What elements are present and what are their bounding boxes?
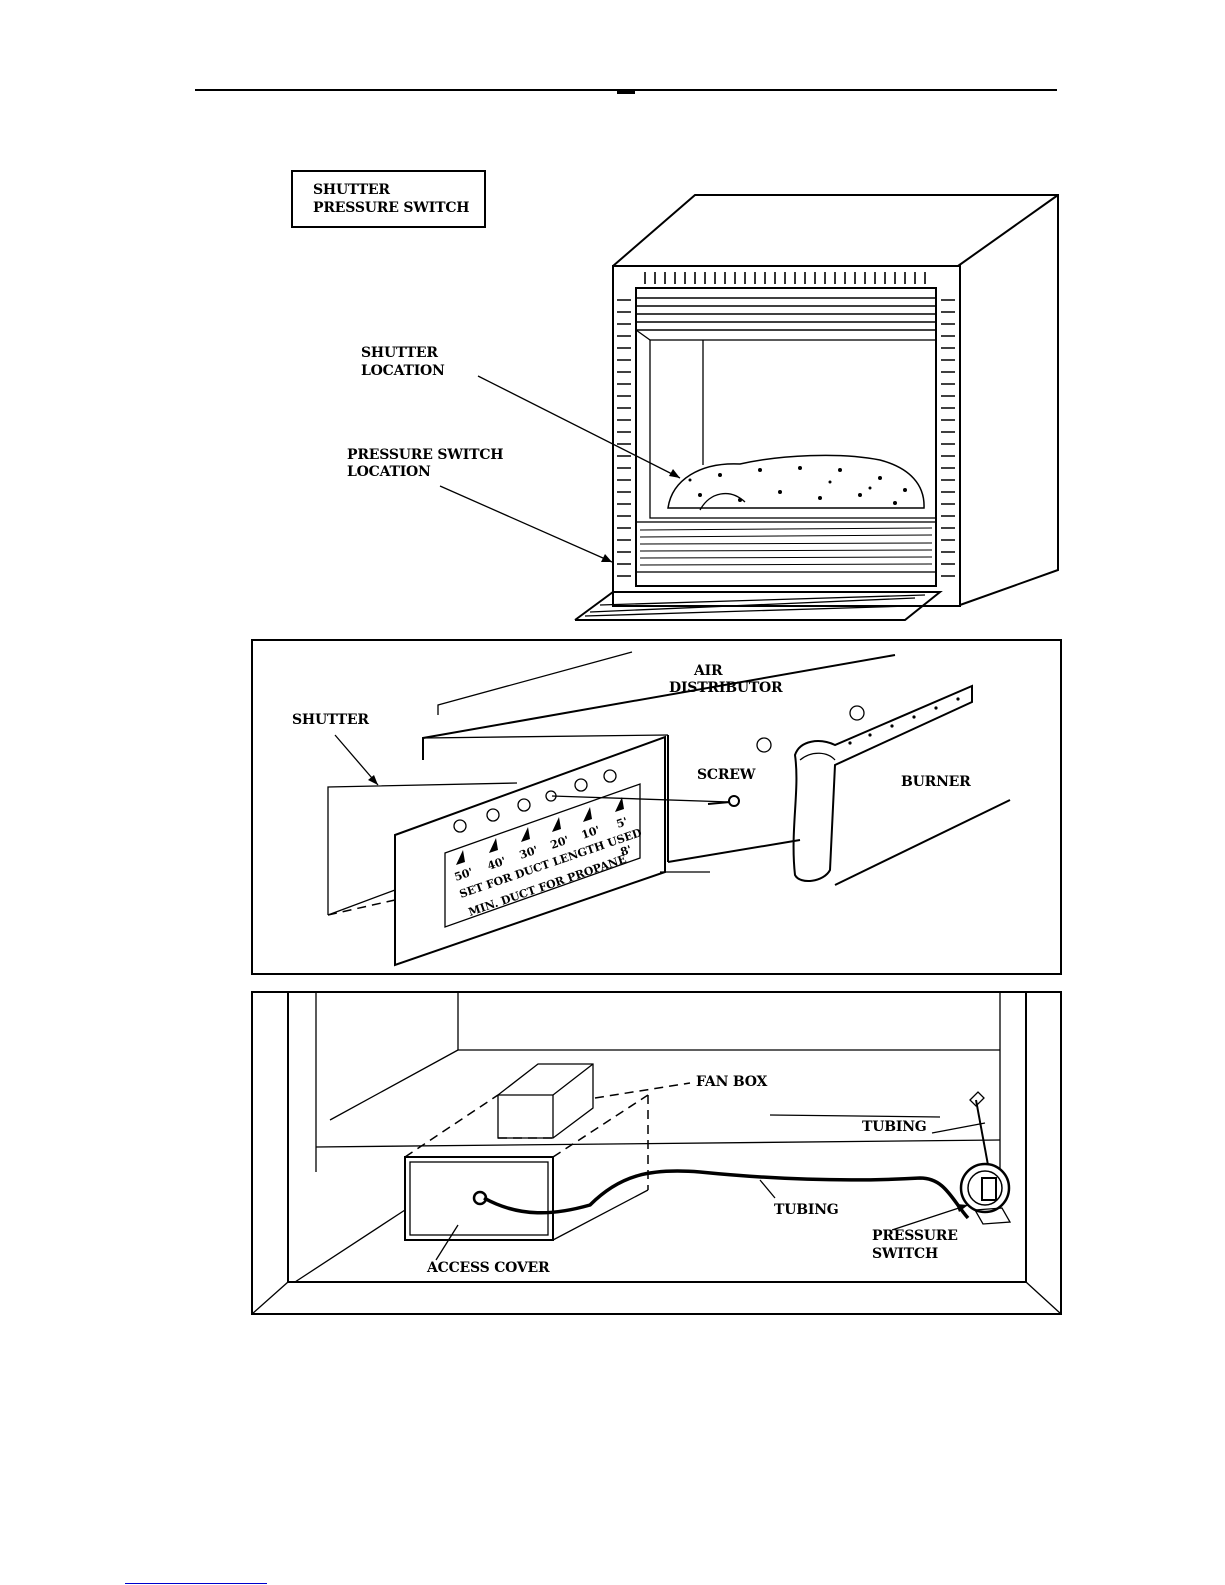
shutter-location-label-line1: SHUTTER: [361, 344, 438, 362]
fan-box-label: FAN BOX: [696, 1073, 767, 1091]
duct-length-10: 10': [580, 823, 602, 841]
air-distributor-illustration: [423, 652, 895, 872]
tubing-illustration: [484, 1092, 988, 1218]
footer-link-underline: [125, 1583, 267, 1584]
duct-length-20: 20': [549, 833, 571, 851]
access-cover-label: ACCESS COVER: [427, 1259, 549, 1277]
tubing-top-label: TUBING: [862, 1118, 927, 1136]
duct-length-30: 30': [518, 843, 540, 861]
pressure-switch-location-label-line1: PRESSURE SWITCH: [347, 446, 503, 464]
pressure-switch-location-label-line2: LOCATION: [347, 463, 431, 481]
burner-label: BURNER: [901, 773, 971, 791]
screw-label: SCREW: [697, 766, 755, 784]
screw-illustration: [552, 796, 739, 806]
duct-length-50: 50': [453, 865, 475, 883]
access-cover-illustration: [405, 1157, 648, 1240]
duct-length-40: 40': [486, 854, 508, 872]
duct-length-5: 5': [615, 815, 630, 831]
pressure-panel-frame: [252, 992, 1061, 1314]
fan-box-illustration: [405, 1064, 648, 1190]
pressure-switch-label-line1: PRESSURE: [872, 1227, 958, 1245]
tubing-mid-label: TUBING: [774, 1201, 839, 1219]
tubing-mid-leader: [760, 1180, 775, 1198]
shutter-panel-frame: [252, 640, 1061, 974]
tubing-top-leader: [932, 1123, 985, 1133]
cabinet-interior: [252, 992, 1061, 1314]
pressure-switch-illustration: [961, 1164, 1010, 1224]
shutter-illustration: [328, 783, 517, 915]
shutter-plate-illustration: 50' 40' 30' 20' 10' 5' 8' SET FOR DUCT L…: [395, 737, 665, 965]
air-distributor-label-line2: DISTRIBUTOR: [669, 679, 783, 697]
fireplace-illustration: [575, 195, 1058, 620]
shutter-location-label-line2: LOCATION: [361, 362, 445, 380]
shutter-label: SHUTTER: [292, 711, 369, 729]
air-distributor-label-line1: AIR: [694, 662, 722, 680]
pressure-switch-label-line2: SWITCH: [872, 1245, 938, 1263]
access-cover-leader: [436, 1225, 458, 1260]
tubing-top-guide: [770, 1115, 940, 1117]
pressure-switch-location-leader: [440, 486, 612, 562]
fan-box-leader: [595, 1083, 690, 1098]
